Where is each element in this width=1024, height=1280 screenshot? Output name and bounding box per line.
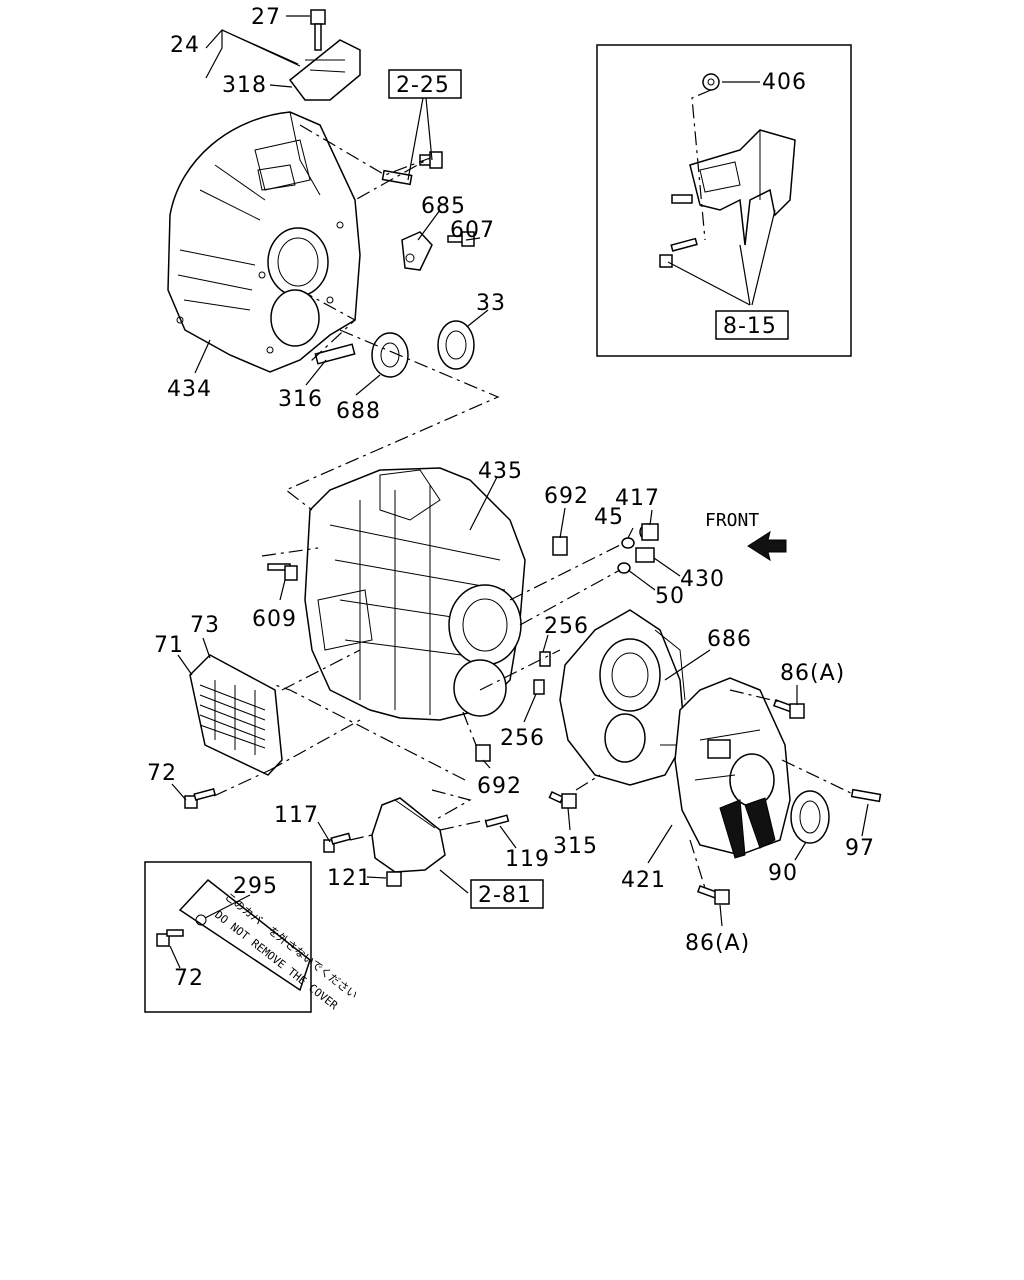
callout-121: 121 [327, 866, 372, 891]
callout-315: 315 [553, 834, 598, 859]
callout-435: 435 [478, 459, 523, 484]
callout-316: 316 [278, 387, 323, 412]
nut-121 [386, 871, 402, 887]
oil-seal-90 [790, 790, 830, 844]
stud-bolt-2-25 [381, 151, 443, 186]
clutch-housing-434 [167, 111, 361, 373]
reference-2-25[interactable]: 2-25 [388, 69, 462, 99]
callout-45: 45 [594, 505, 624, 530]
callout-50: 50 [655, 584, 685, 609]
callout-685: 685 [421, 194, 466, 219]
warning-label-295: このカバーを外さないでください DO NOT REMOVE THE COVER [178, 878, 360, 1012]
callout-256-b: 256 [500, 726, 545, 751]
pto-cover-2-81 [371, 797, 446, 873]
callout-86a-bottom: 86(A) [685, 931, 750, 956]
bracket-685 [401, 231, 433, 271]
bolt-117 [323, 832, 352, 853]
callout-256-a: 256 [544, 614, 589, 639]
callout-73: 73 [190, 613, 220, 638]
callout-117: 117 [274, 803, 319, 828]
side-cover-73 [189, 654, 283, 776]
callout-119: 119 [505, 847, 550, 872]
cover-318 [288, 39, 361, 101]
callout-33: 33 [476, 291, 506, 316]
callout-430: 430 [680, 567, 725, 592]
callout-72-cover: 72 [147, 761, 177, 786]
bolt-86a-bottom [696, 885, 730, 905]
bolt-609 [267, 563, 298, 581]
inset-box-mount-bracket [596, 44, 852, 357]
front-arrow-icon [747, 530, 787, 562]
plug-417 [639, 523, 659, 541]
transmission-case-435 [304, 467, 526, 721]
bolt-315 [548, 791, 577, 809]
callout-318: 318 [222, 73, 267, 98]
dowel-692-top [552, 536, 568, 556]
callout-434: 434 [167, 377, 212, 402]
bolt-607 [447, 231, 475, 247]
callout-71: 71 [154, 633, 184, 658]
leader-lines [169, 15, 869, 969]
callout-97: 97 [845, 836, 875, 861]
reference-2-25-text: 2-25 [396, 73, 450, 98]
bolt-72-cover [184, 788, 217, 809]
callout-27: 27 [251, 5, 281, 30]
callout-72-label: 72 [174, 966, 204, 991]
o-ring-45 [621, 537, 635, 549]
callout-86a-top: 86(A) [780, 661, 845, 686]
callout-686: 686 [707, 627, 752, 652]
bolt-27 [310, 9, 326, 51]
callout-607: 607 [450, 218, 495, 243]
callout-688: 688 [336, 399, 381, 424]
callout-406: 406 [762, 70, 807, 95]
rear-case-421 [674, 677, 791, 859]
callout-609: 609 [252, 607, 297, 632]
plug-430 [635, 547, 655, 563]
pin-256-b [533, 679, 545, 695]
callout-295: 295 [233, 874, 278, 899]
callout-692-bottom: 692 [477, 774, 522, 799]
front-direction-label: FRONT [705, 510, 759, 531]
reference-8-15-text: 8-15 [723, 314, 777, 339]
stud-97 [850, 788, 882, 803]
callout-90: 90 [768, 861, 798, 886]
inset-box-warning-label [144, 861, 312, 1013]
callout-24: 24 [170, 33, 200, 58]
bolt-72-label [156, 929, 184, 947]
callout-692-top: 692 [544, 484, 589, 509]
dowel-692-bottom [475, 744, 491, 762]
collar-688 [371, 332, 409, 378]
reference-2-81[interactable]: 2-81 [470, 879, 544, 909]
pin-256-a [539, 651, 551, 667]
oil-seal-33 [437, 320, 475, 370]
callout-421: 421 [621, 868, 666, 893]
intermediate-case-686 [559, 609, 686, 786]
callout-417: 417 [615, 486, 660, 511]
mount-bracket-8-15 [659, 73, 796, 268]
plate-316 [314, 343, 356, 365]
callout-labels: 27 24 318 434 316 688 685 607 33 406 435… [147, 5, 875, 991]
stud-119 [484, 814, 510, 828]
bolt-86a-top [772, 699, 805, 719]
reference-2-81-text: 2-81 [478, 883, 532, 908]
reference-8-15[interactable]: 8-15 [715, 310, 789, 340]
o-ring-50 [617, 562, 631, 574]
